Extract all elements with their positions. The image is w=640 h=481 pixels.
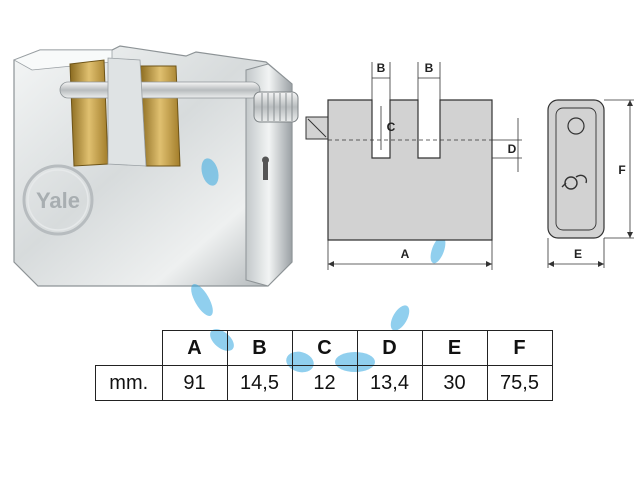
table-unit-cell: mm.: [95, 365, 163, 401]
table-header-cell: D: [356, 330, 423, 366]
dim-label-a: A: [401, 247, 410, 261]
dim-label-b-left: B: [377, 61, 386, 75]
table-value-cell: 14,5: [226, 365, 293, 401]
keyhole: [263, 160, 268, 180]
yale-logo: Yale: [22, 164, 94, 236]
shackle-slot-right: [139, 65, 181, 167]
dim-label-d: D: [508, 142, 517, 156]
dim-label-c: C: [387, 120, 396, 134]
shackle-slot-left: [69, 59, 109, 167]
table-header-cell: E: [421, 330, 488, 366]
table-value-cell: 12: [291, 365, 358, 401]
locking-bar: [59, 81, 261, 99]
table-value-cell: 30: [421, 365, 488, 401]
front-view-body: [327, 99, 493, 241]
table-row: mm. 91 14,5 12 13,4 30 75,5: [95, 365, 553, 401]
slot-divider: [107, 57, 147, 167]
key-symbol-icon: [561, 174, 588, 190]
side-view-cylinder-circle: [567, 117, 585, 135]
table-header-cell: F: [486, 330, 553, 366]
side-view-inner: [555, 107, 597, 231]
padlock-illustration: Yale: [13, 45, 299, 287]
table-header-row: A B C D E F: [95, 330, 553, 366]
knurled-cylinder: [253, 91, 299, 123]
yale-logo-text: Yale: [36, 188, 80, 213]
dim-label-e: E: [574, 247, 582, 261]
table-header-cell: A: [161, 330, 228, 366]
table-corner-cell: [95, 330, 163, 366]
dimensions-table: A B C D E F mm. 91 14,5 12 13,4 30 75,5: [95, 330, 553, 401]
table-value-cell: 91: [161, 365, 228, 401]
table-header-cell: C: [291, 330, 358, 366]
table-value-cell: 75,5: [486, 365, 553, 401]
side-view-drawing: F E: [547, 99, 634, 268]
table-value-cell: 13,4: [356, 365, 423, 401]
dim-label-b-right: B: [425, 61, 434, 75]
padlock-top-bevel: [13, 49, 113, 71]
dim-label-f: F: [618, 163, 625, 177]
front-view-drawing: B B C D A: [305, 61, 522, 270]
table-header-cell: B: [226, 330, 293, 366]
